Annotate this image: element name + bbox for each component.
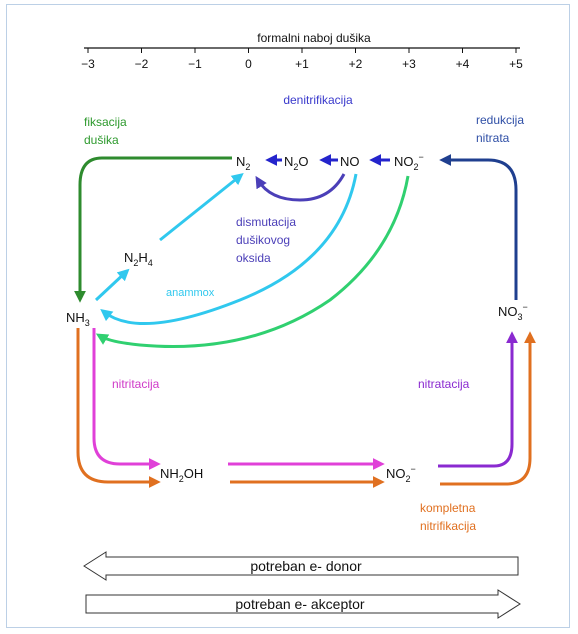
nitrite-return-arrow [95, 175, 410, 349]
diagram-frame [6, 4, 570, 628]
fixation-arrow [74, 156, 232, 303]
label-anammox: anammox [166, 287, 215, 299]
label-redukcija-1: redukcija [476, 113, 524, 127]
axis-tick-label: +5 [509, 57, 523, 71]
acceptor-arrow-shape [85, 589, 521, 619]
axis-title: formalni naboj dušika [257, 31, 371, 45]
species-n2o: N2O [284, 154, 309, 172]
anammox-arrow-n2h4-n2 [159, 173, 244, 242]
axis-tick-label: −2 [135, 57, 149, 71]
label-nitratacija: nitratacija [418, 377, 470, 391]
axis-tick-label: −3 [81, 57, 95, 71]
label-fiksacija-1: fiksacija [84, 115, 127, 129]
species-n2h4: N2H4 [124, 250, 153, 268]
axis-tick-label: +3 [402, 57, 416, 71]
dismutation-arrow [255, 173, 346, 202]
species-no3: NO3− [498, 302, 528, 322]
label-kompletna-1: kompletna [420, 501, 476, 515]
label-dismutacija-2: dušikovog [236, 233, 290, 247]
label-dismutacija-3: oksida [236, 251, 271, 265]
label-nitritacija: nitritacija [112, 377, 160, 391]
axis-ticks: −3 −2 −1 0 +1 +2 +3 +4 +5 [81, 48, 523, 71]
nitratation-arrow [438, 331, 518, 468]
label-dismutacija-1: dismutacija [236, 215, 296, 229]
species-no2-bottom: NO2− [386, 464, 416, 484]
species-nh2oh: NH2OH [160, 466, 203, 484]
axis-tick-label: +4 [456, 57, 470, 71]
complete-nitrification-arrow-left [76, 328, 161, 488]
species-no: NO [340, 154, 360, 169]
species-nh3: NH3 [66, 310, 90, 328]
axis-tick-label: +1 [295, 57, 309, 71]
species-n2: N2 [236, 154, 250, 172]
acceptor-label: potreban e- akceptor [235, 596, 365, 612]
reduction-arrow [439, 154, 518, 300]
complete-nitrification-arrow-right [440, 331, 536, 486]
anammox-loop-arrow [100, 173, 358, 325]
label-redukcija-2: nitrata [476, 131, 510, 145]
nitritation-arrow [92, 328, 161, 470]
label-denitrifikacija: denitrifikacija [283, 93, 353, 107]
donor-arrow-shape [83, 551, 519, 581]
anammox-arrow-nh3-n2h4 [94, 268, 130, 302]
axis-tick-label: 0 [245, 57, 252, 71]
axis-tick-label: −1 [188, 57, 202, 71]
label-kompletna-2: nitrifikacija [420, 519, 476, 533]
donor-label: potreban e- donor [250, 558, 362, 574]
species-no2-top: NO2− [394, 152, 424, 172]
label-fiksacija-2: dušika [84, 133, 119, 147]
axis-tick-label: +2 [349, 57, 363, 71]
